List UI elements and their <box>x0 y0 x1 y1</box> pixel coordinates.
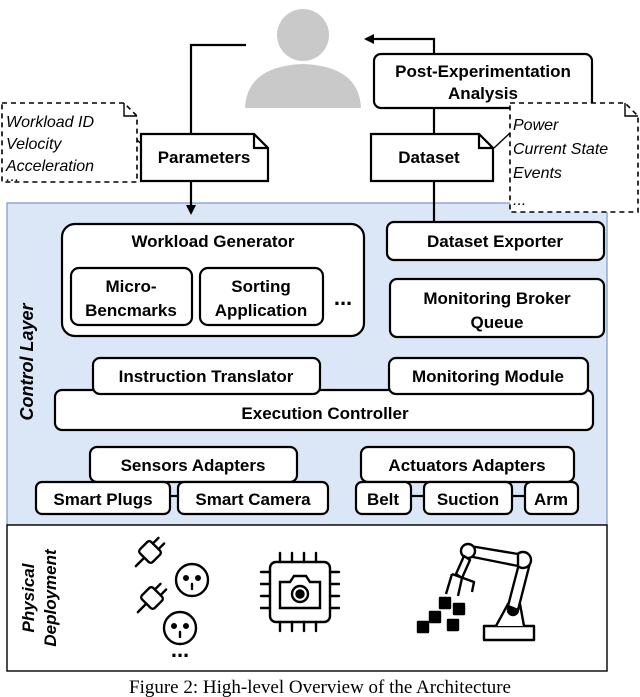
monitoring-broker-line1: Monitoring Broker <box>423 289 571 308</box>
dataset-note-line1: Power <box>513 117 559 134</box>
belt-label: Belt <box>367 490 399 509</box>
monitoring-module-box: Monitoring Module <box>387 356 590 396</box>
dataset-note-line2: Current State <box>513 141 608 158</box>
monitoring-broker-box: Monitoring Broker Queue <box>388 277 606 339</box>
execution-controller-label: Execution Controller <box>241 404 409 423</box>
workload-ellipsis: ... <box>334 285 352 310</box>
micro-benchmarks-line2: Bencmarks <box>85 301 177 320</box>
instruction-translator-box: Instruction Translator <box>91 356 322 396</box>
post-analysis-line2: Analysis <box>448 84 518 103</box>
instruction-translator-label: Instruction Translator <box>119 367 294 386</box>
sensors-adapters-group: Sensors Adapters Smart Plugs Smart Camer… <box>34 445 330 516</box>
parameters-note-ellipsis: ... <box>6 168 19 185</box>
dataset-note-ellipsis: ... <box>513 192 526 209</box>
parameters-note-line3: Acceleration <box>5 158 94 175</box>
monitoring-broker-line2: Queue <box>471 313 524 332</box>
micro-benchmarks-line1: Micro- <box>106 277 157 296</box>
dataset-note-line3: Events <box>513 165 562 182</box>
actuators-adapters-title: Actuators Adapters <box>388 456 545 475</box>
workload-generator-title: Workload Generator <box>131 232 294 251</box>
arm-label: Arm <box>534 490 568 509</box>
physical-deployment-label-line2: Deployment <box>41 548 60 647</box>
smart-plug-icon <box>134 536 210 646</box>
robot-arm-icon <box>416 542 536 642</box>
parameters-note-line2: Velocity <box>6 136 62 153</box>
dataset-document: Dataset <box>369 132 495 183</box>
parameters-note: Workload ID Velocity Acceleration ... <box>1 102 149 185</box>
analysis-to-user-arrow <box>364 34 436 54</box>
parameters-document: Parameters <box>139 132 270 183</box>
control-layer-label: Control Layer <box>17 303 37 421</box>
plugs-ellipsis: ... <box>171 637 189 662</box>
smart-plugs-label: Smart Plugs <box>53 490 152 509</box>
user-icon <box>245 9 361 108</box>
parameters-note-line1: Workload ID <box>6 114 94 131</box>
execution-controller-box: Execution Controller <box>53 388 595 432</box>
actuators-adapters-group: Actuators Adapters Belt Suction Arm <box>354 445 580 516</box>
dataset-exporter-label: Dataset Exporter <box>427 232 563 251</box>
figure-caption: Figure 2: High-level Overview of the Arc… <box>129 677 511 697</box>
sorting-application-line2: Application <box>215 301 308 320</box>
user-to-control-arrow <box>186 43 246 215</box>
post-analysis-box: Post-Experimentation Analysis <box>372 52 594 110</box>
dataset-note: Power Current State Events ... <box>493 102 639 213</box>
suction-label: Suction <box>437 490 499 509</box>
parameters-label: Parameters <box>158 148 251 167</box>
dataset-exporter-box: Dataset Exporter <box>385 220 606 262</box>
physical-deployment-label-line1: Physical <box>19 562 38 632</box>
sorting-application-line1: Sorting <box>231 277 291 296</box>
sensors-adapters-title: Sensors Adapters <box>121 456 266 475</box>
dataset-label: Dataset <box>398 148 460 167</box>
smart-camera-label: Smart Camera <box>195 490 311 509</box>
smart-camera-icon <box>259 551 341 633</box>
post-analysis-line1: Post-Experimentation <box>395 62 571 81</box>
workload-generator-box: Workload Generator Micro- Bencmarks Sort… <box>60 222 366 338</box>
monitoring-module-label: Monitoring Module <box>412 367 564 386</box>
